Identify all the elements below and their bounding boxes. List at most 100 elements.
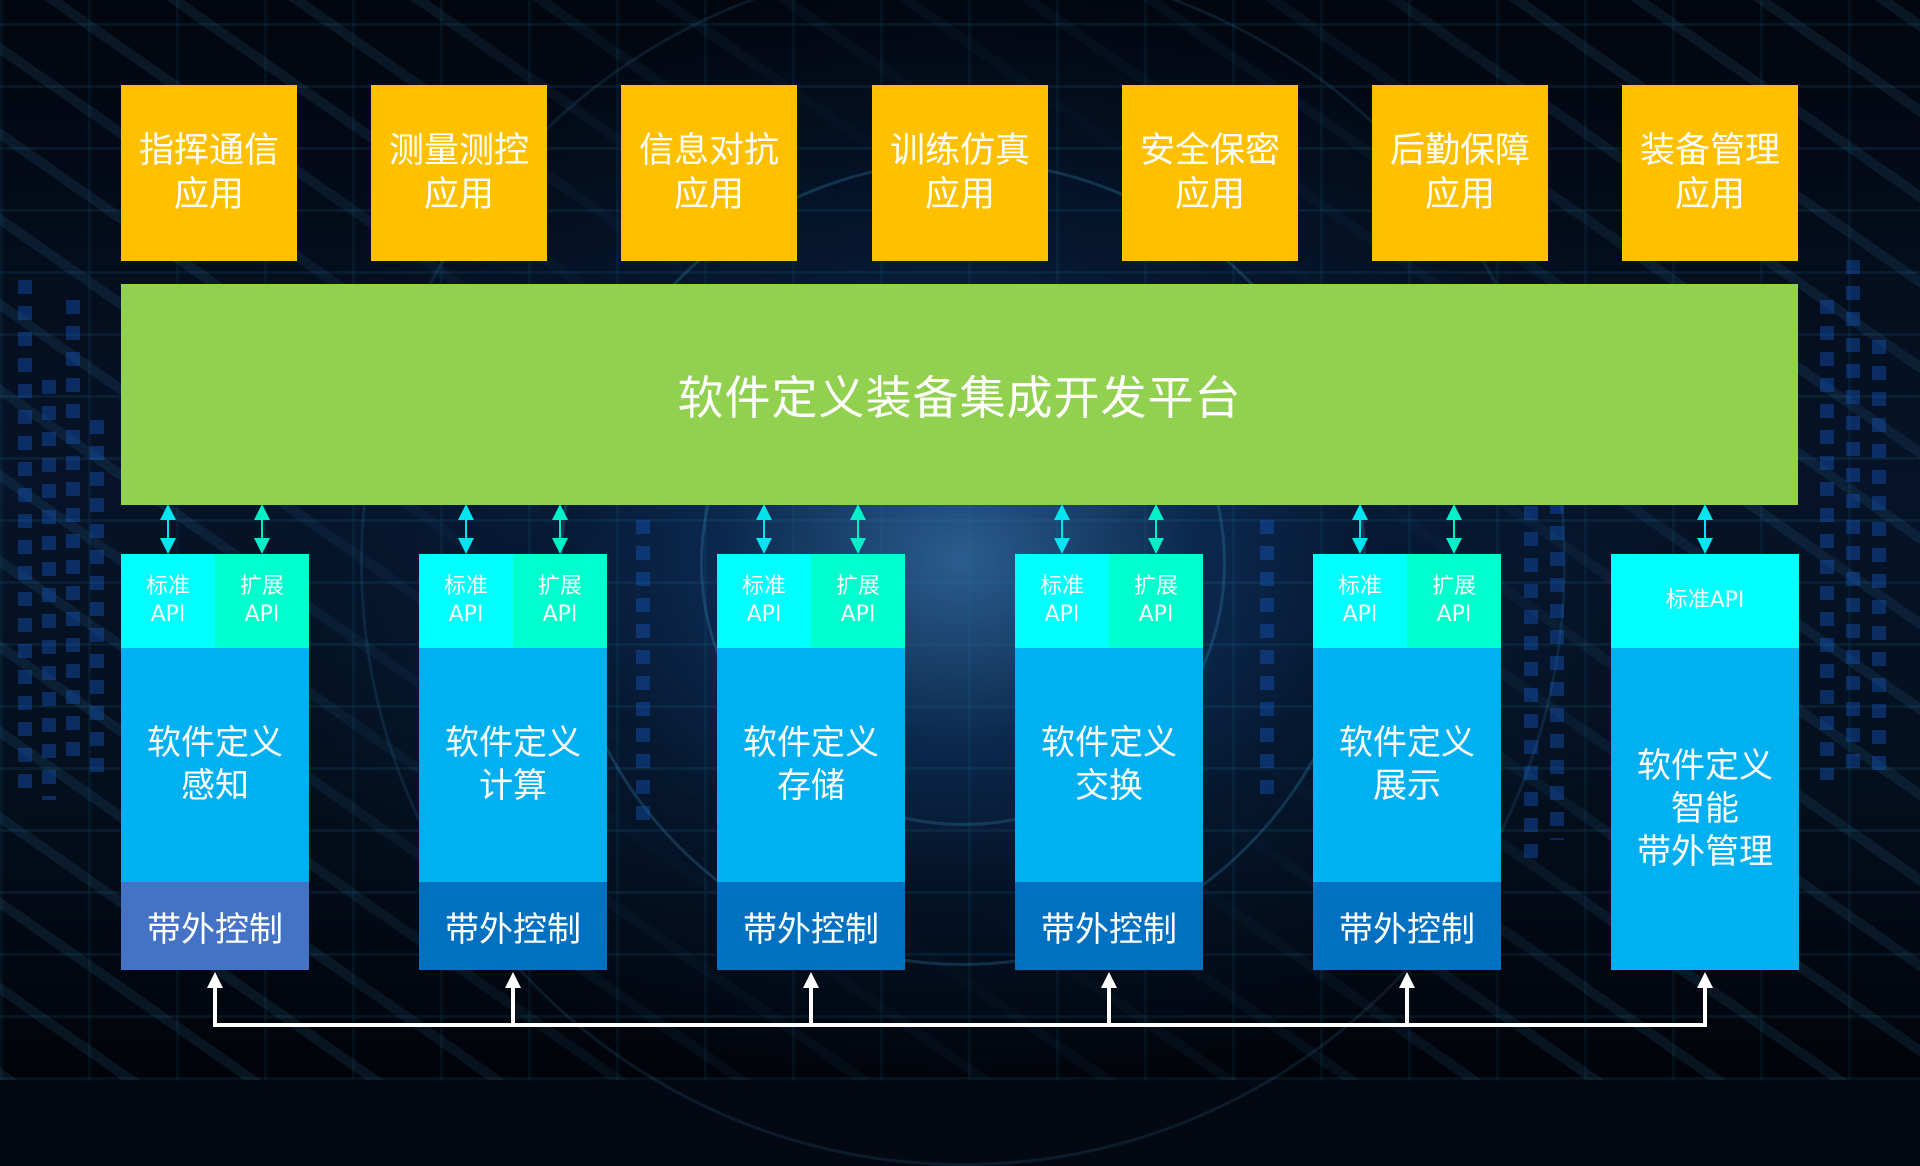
- api-row: 标准 API 扩展 API: [419, 554, 607, 648]
- app-label-line1: 训练仿真: [889, 131, 1030, 171]
- module-column-computing: 标准 API 扩展 API 软件定义 计算 带外控制: [419, 554, 607, 970]
- standard-api-label: 标准: [741, 574, 786, 599]
- extended-api-box: 扩展 API: [811, 554, 905, 648]
- binary-stream-decoration: [1872, 340, 1886, 780]
- extended-api-box: 扩展 API: [1407, 554, 1501, 648]
- standard-api-box: 标准 API: [717, 554, 811, 648]
- module-label-line1: 软件定义: [1637, 745, 1773, 786]
- app-box-security-confidentiality: 安全保密 应用: [1122, 85, 1298, 261]
- module-column-sensing: 标准 API 扩展 API 软件定义 感知 带外控制: [121, 554, 309, 970]
- oob-label: 带外控制: [1041, 909, 1177, 950]
- out-of-band-control-box: 带外控制: [1015, 882, 1203, 970]
- app-label-line1: 测量测控: [388, 131, 529, 171]
- extended-api-box: 扩展 API: [513, 554, 607, 648]
- binary-stream-decoration: [1820, 300, 1834, 780]
- module-box: 软件定义 智能 带外管理: [1611, 648, 1799, 970]
- app-label-line2: 应用: [673, 175, 744, 215]
- out-of-band-control-box: 带外控制: [1313, 882, 1501, 970]
- app-label-line2: 应用: [1674, 175, 1745, 215]
- binary-stream-decoration: [1846, 260, 1860, 780]
- module-label-line1: 软件定义: [1041, 723, 1177, 763]
- binary-stream-decoration: [1524, 480, 1538, 860]
- out-of-band-control-box: 带外控制: [419, 882, 607, 970]
- standard-api-label: 标准: [443, 574, 488, 599]
- api-label: API: [150, 602, 186, 627]
- platform-label: 软件定义装备集成开发平台: [677, 370, 1242, 425]
- module-label-line3: 带外管理: [1637, 831, 1773, 872]
- module-label-line2: 智能: [1671, 788, 1739, 829]
- app-label-line1: 指挥通信: [138, 131, 279, 171]
- module-column-switching: 标准 API 扩展 API 软件定义 交换 带外控制: [1015, 554, 1203, 970]
- app-box-training-simulation: 训练仿真 应用: [872, 85, 1048, 261]
- standard-api-box: 标准API: [1611, 554, 1799, 648]
- app-box-logistics-support: 后勤保障 应用: [1372, 85, 1548, 261]
- integration-platform-bar: 软件定义装备集成开发平台: [121, 284, 1798, 505]
- binary-stream-decoration: [1260, 520, 1274, 800]
- binary-stream-decoration: [1550, 500, 1564, 840]
- api-label: API: [542, 602, 578, 627]
- module-label-line1: 软件定义: [1339, 723, 1475, 763]
- binary-stream-decoration: [66, 300, 80, 760]
- extended-api-box: 扩展 API: [215, 554, 309, 648]
- module-label-line1: 软件定义: [445, 723, 581, 763]
- app-label-line1: 后勤保障: [1389, 131, 1530, 171]
- app-label-line2: 应用: [1174, 175, 1245, 215]
- binary-stream-decoration: [42, 380, 56, 800]
- api-row: 标准 API 扩展 API: [717, 554, 905, 648]
- extended-api-label: 扩展: [537, 574, 582, 599]
- binary-stream-decoration: [90, 420, 104, 780]
- oob-label: 带外控制: [743, 909, 879, 950]
- app-label-line1: 信息对抗: [638, 131, 779, 171]
- api-label: API: [1342, 602, 1378, 627]
- out-of-band-control-box: 带外控制: [121, 882, 309, 970]
- module-label-line2: 计算: [479, 766, 547, 806]
- module-column-storage: 标准 API 扩展 API 软件定义 存储 带外控制: [717, 554, 905, 970]
- app-label-line2: 应用: [1424, 175, 1495, 215]
- app-box-information-countermeasure: 信息对抗 应用: [621, 85, 797, 261]
- oob-label: 带外控制: [445, 909, 581, 950]
- module-label-line1: 软件定义: [743, 723, 879, 763]
- oob-label: 带外控制: [1339, 909, 1475, 950]
- extended-api-label: 扩展: [239, 574, 284, 599]
- app-label-line1: 装备管理: [1639, 131, 1780, 171]
- standard-api-box: 标准 API: [1313, 554, 1407, 648]
- extended-api-label: 扩展: [1133, 574, 1178, 599]
- app-label-line2: 应用: [173, 175, 244, 215]
- module-box: 软件定义 展示: [1313, 648, 1501, 882]
- module-label-line1: 软件定义: [147, 723, 283, 763]
- standard-api-label: 标准: [1337, 574, 1382, 599]
- oob-label: 带外控制: [147, 909, 283, 950]
- api-row: 标准API: [1611, 554, 1799, 648]
- app-label-line2: 应用: [423, 175, 494, 215]
- standard-api-box: 标准 API: [121, 554, 215, 648]
- api-label: API: [746, 602, 782, 627]
- module-label-line2: 存储: [777, 766, 845, 806]
- api-row: 标准 API 扩展 API: [1015, 554, 1203, 648]
- app-box-command-communication: 指挥通信 应用: [121, 85, 297, 261]
- app-box-measurement-control: 测量测控 应用: [371, 85, 547, 261]
- extended-api-label: 扩展: [1431, 574, 1476, 599]
- standard-api-label: 标准: [145, 574, 190, 599]
- module-label-line2: 展示: [1373, 766, 1441, 806]
- api-label: API: [244, 602, 280, 627]
- api-label: API: [1044, 602, 1080, 627]
- module-box: 软件定义 存储: [717, 648, 905, 882]
- module-box: 软件定义 感知: [121, 648, 309, 882]
- module-box: 软件定义 计算: [419, 648, 607, 882]
- api-label: API: [1436, 602, 1472, 627]
- api-label: API: [840, 602, 876, 627]
- api-label: API: [1138, 602, 1174, 627]
- binary-stream-decoration: [18, 280, 32, 800]
- api-row: 标准 API 扩展 API: [1313, 554, 1501, 648]
- binary-stream-decoration: [636, 520, 650, 820]
- app-box-equipment-management: 装备管理 应用: [1622, 85, 1798, 261]
- module-column-intelligent-oob-management: 标准API 软件定义 智能 带外管理: [1611, 554, 1799, 970]
- standard-api-label: 标准: [1039, 574, 1084, 599]
- api-row: 标准 API 扩展 API: [121, 554, 309, 648]
- out-of-band-control-box: 带外控制: [717, 882, 905, 970]
- module-label-line2: 感知: [181, 766, 249, 806]
- app-label-line1: 安全保密: [1139, 131, 1280, 171]
- module-column-display: 标准 API 扩展 API 软件定义 展示 带外控制: [1313, 554, 1501, 970]
- module-label-line2: 交换: [1075, 766, 1143, 806]
- standard-api-label: 标准API: [1665, 588, 1745, 613]
